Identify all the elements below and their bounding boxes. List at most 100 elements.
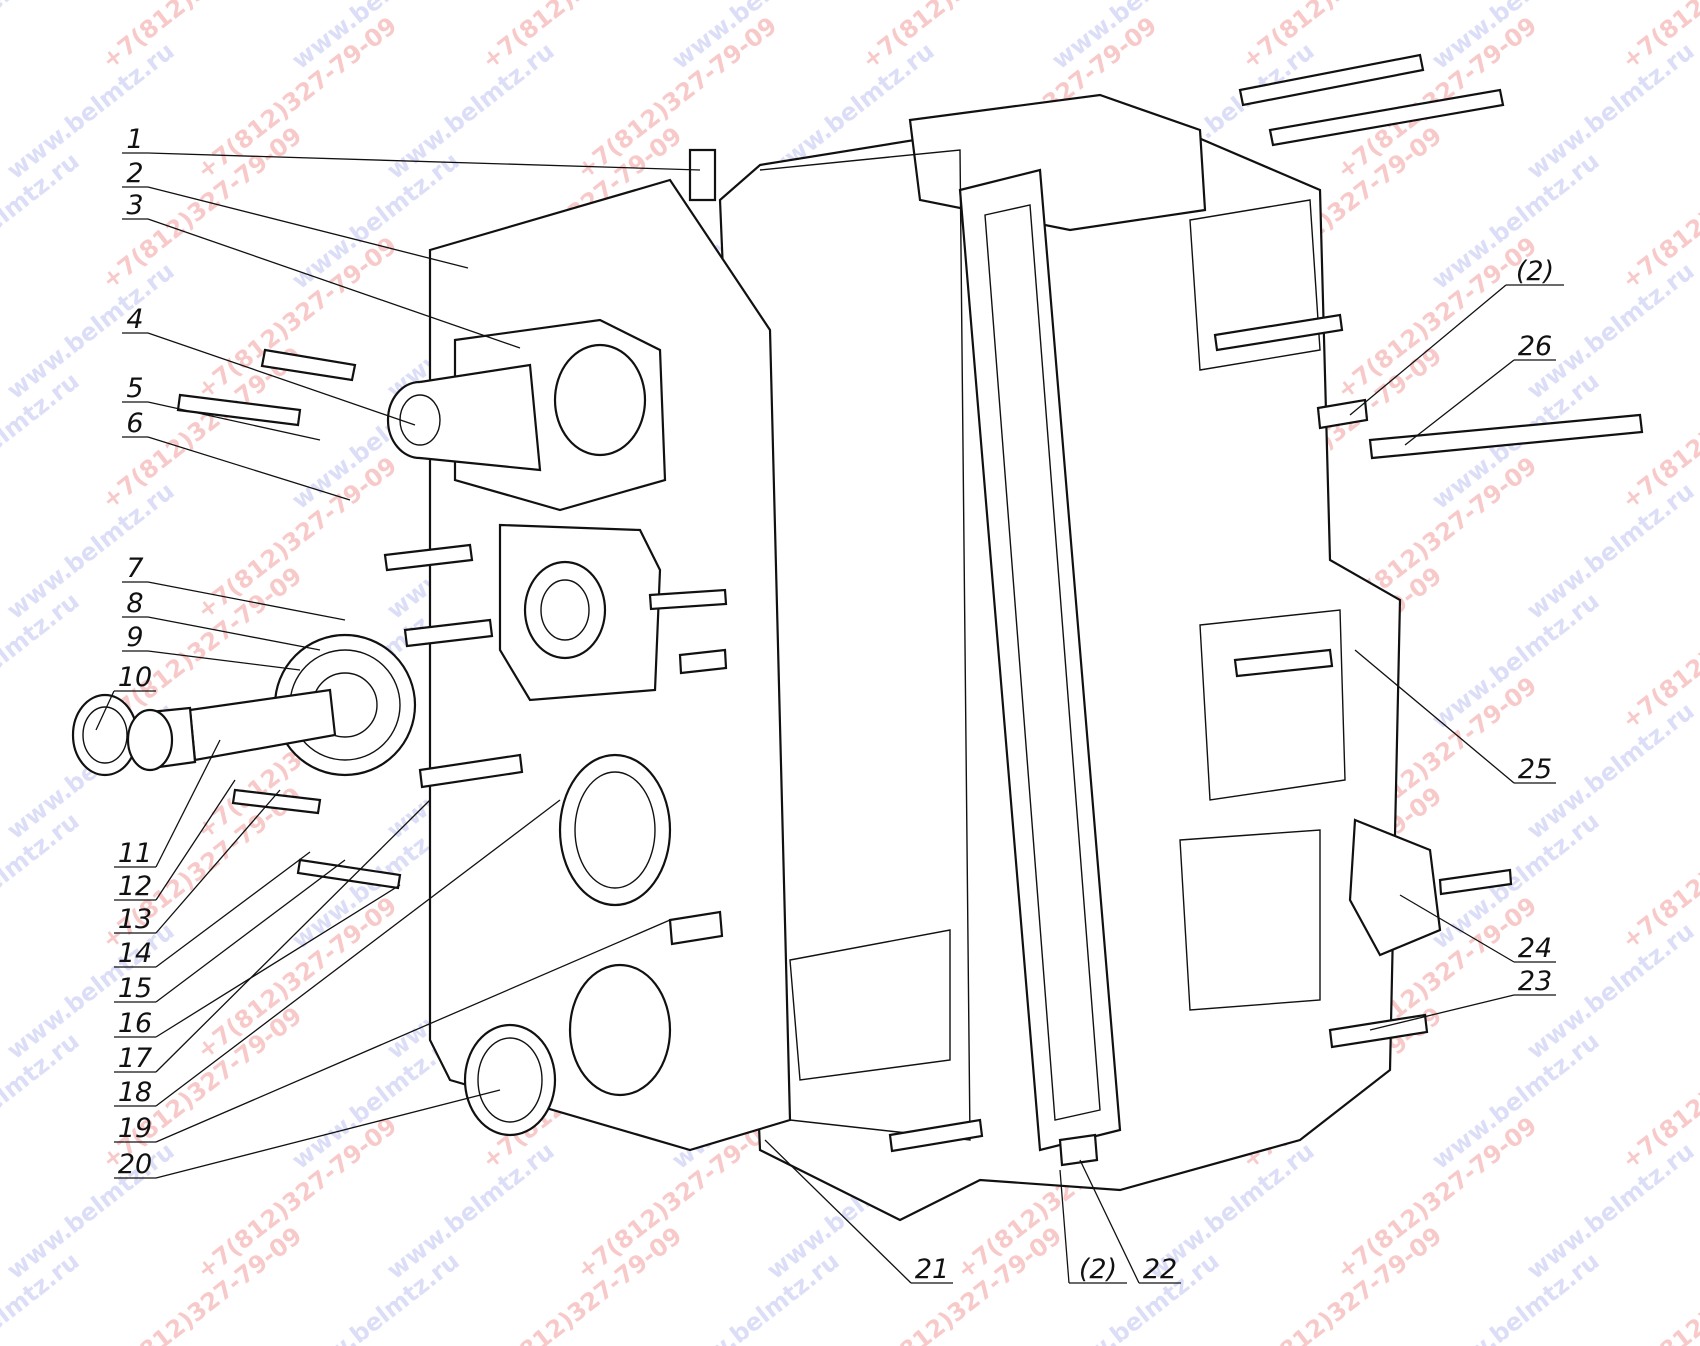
callout-16: 16 [114, 884, 401, 1039]
callout-leader-line [1349, 284, 1507, 416]
callout-leader-line [155, 739, 221, 868]
callout-19: 19 [114, 919, 671, 1144]
watermark-text: +7(812)327-79-09 [1236, 1221, 1447, 1346]
watermark-text: www.belmtz.ru [1, 917, 179, 1065]
callout-28: (2) [1349, 256, 1564, 416]
callout-label: 2 [126, 158, 143, 189]
watermark-text: www.belmtz.ru [1521, 1137, 1699, 1285]
callout-leader-line [147, 218, 521, 349]
callout-21: 21 [764, 1139, 953, 1285]
callout-11: 11 [114, 739, 221, 869]
callout-label: 6 [126, 408, 143, 439]
watermark-text: www.belmtz.ru [1, 1137, 179, 1285]
callout-leader-line [1354, 649, 1515, 784]
callout-leader-line [1404, 359, 1515, 446]
watermark-text: +7(812)327-79-09 [191, 231, 402, 404]
callout-leader-line [155, 851, 311, 968]
callout-leader-line [147, 186, 469, 269]
callout-label: 26 [1518, 331, 1552, 362]
watermark-text: www.belmtz.ru [1, 37, 179, 185]
callout-label: 3 [126, 190, 143, 221]
front-components-drawing [71, 148, 728, 1137]
callout-15: 15 [114, 859, 346, 1004]
callout-label: 24 [1518, 933, 1552, 964]
watermark-text: www.belmtz.ru [381, 1137, 559, 1285]
callout-label: 21 [915, 1254, 949, 1285]
callout-leader-line [1399, 894, 1515, 963]
watermark-text: www.belmtz.ru [1521, 477, 1699, 625]
callout-leader-line [764, 1139, 912, 1284]
watermark-text: +7(812)327-79-09 [191, 11, 402, 184]
callout-label: 7 [126, 553, 143, 584]
callout-24: 23 [1369, 966, 1556, 1031]
watermark-text: www.belmtz.ru [1521, 37, 1699, 185]
callout-label: (2) [1079, 1254, 1117, 1285]
callout-18: 18 [114, 799, 561, 1108]
rear-components-drawing [888, 53, 1644, 1167]
callout-6: 6 [122, 408, 351, 501]
callout-leader-line [155, 859, 346, 1003]
callout-22: (2) [1059, 1169, 1127, 1285]
callout-leader-line [1079, 1159, 1140, 1284]
callout-label: (2) [1516, 256, 1554, 287]
callout-leader-line [147, 152, 701, 171]
callout-label: 11 [118, 838, 152, 869]
callout-leader-line [1059, 1169, 1070, 1284]
callout-7: 7 [122, 553, 346, 621]
callout-leader-line [147, 401, 321, 441]
callout-20: 20 [114, 1089, 501, 1180]
callout-label: 23 [1518, 966, 1552, 997]
callout-label: 1 [126, 124, 143, 155]
callout-12: 12 [114, 779, 236, 902]
callout-label: 19 [118, 1113, 152, 1144]
callout-leader-line [155, 919, 671, 1143]
callout-label: 12 [118, 871, 152, 902]
callout-9: 9 [122, 622, 301, 671]
watermark-text: www.belmtz.ru [666, 1247, 844, 1346]
callout-25: 24 [1399, 894, 1556, 964]
callout-leader-line [147, 332, 416, 426]
callout-3: 3 [122, 190, 521, 349]
watermark-text: www.belmtz.ru [1046, 1247, 1224, 1346]
callout-leader-line [147, 616, 321, 651]
callout-8: 8 [122, 588, 321, 651]
watermark-text: www.belmtz.ru [0, 0, 85, 75]
watermark-text: +7(812)327-79-09 [476, 1221, 687, 1346]
watermark-text: www.belmtz.ru [1426, 1247, 1604, 1346]
callout-label: 8 [126, 588, 143, 619]
callout-leader-line [155, 799, 431, 1073]
callout-label: 5 [126, 373, 143, 404]
callout-label: 18 [118, 1077, 152, 1108]
callout-label: 9 [126, 622, 143, 653]
callout-label: 16 [118, 1008, 152, 1039]
callout-26: 25 [1354, 649, 1556, 785]
callout-2: 2 [122, 158, 469, 269]
watermark-text: +7(812)327-79-09 [1616, 1221, 1700, 1346]
watermark-text: www.belmtz.ru [286, 1247, 464, 1346]
watermark-text: www.belmtz.ru [1, 257, 179, 405]
callout-leader-line [1369, 994, 1515, 1031]
watermark-text: +7(812)327-79-09 [96, 1221, 307, 1346]
callout-leader-line [155, 779, 236, 901]
watermark-text: +7(812)327-79-09 [571, 11, 782, 184]
callout-label: 15 [118, 973, 152, 1004]
callout-leader-line [95, 690, 115, 731]
callout-14: 14 [114, 851, 311, 969]
callout-27: 26 [1404, 331, 1556, 446]
callout-leader-line [147, 581, 346, 621]
watermark-text: +7(812)327-79-09 [1331, 1111, 1542, 1284]
callout-label: 25 [1518, 754, 1552, 785]
watermark-text: www.belmtz.ru [1, 477, 179, 625]
callout-label: 10 [118, 662, 152, 693]
callout-1: 1 [122, 124, 701, 171]
callout-leader-line [155, 884, 401, 1038]
callout-leader-line [147, 436, 351, 501]
callout-leader-line [155, 1089, 501, 1179]
callout-label: 4 [126, 304, 143, 335]
callout-label: 17 [118, 1043, 152, 1074]
watermark-text: +7(812)327-79-09 [856, 1221, 1067, 1346]
callout-leader-line [155, 799, 561, 1107]
callout-23: 22 [1079, 1159, 1181, 1285]
callout-label: 13 [118, 904, 152, 935]
